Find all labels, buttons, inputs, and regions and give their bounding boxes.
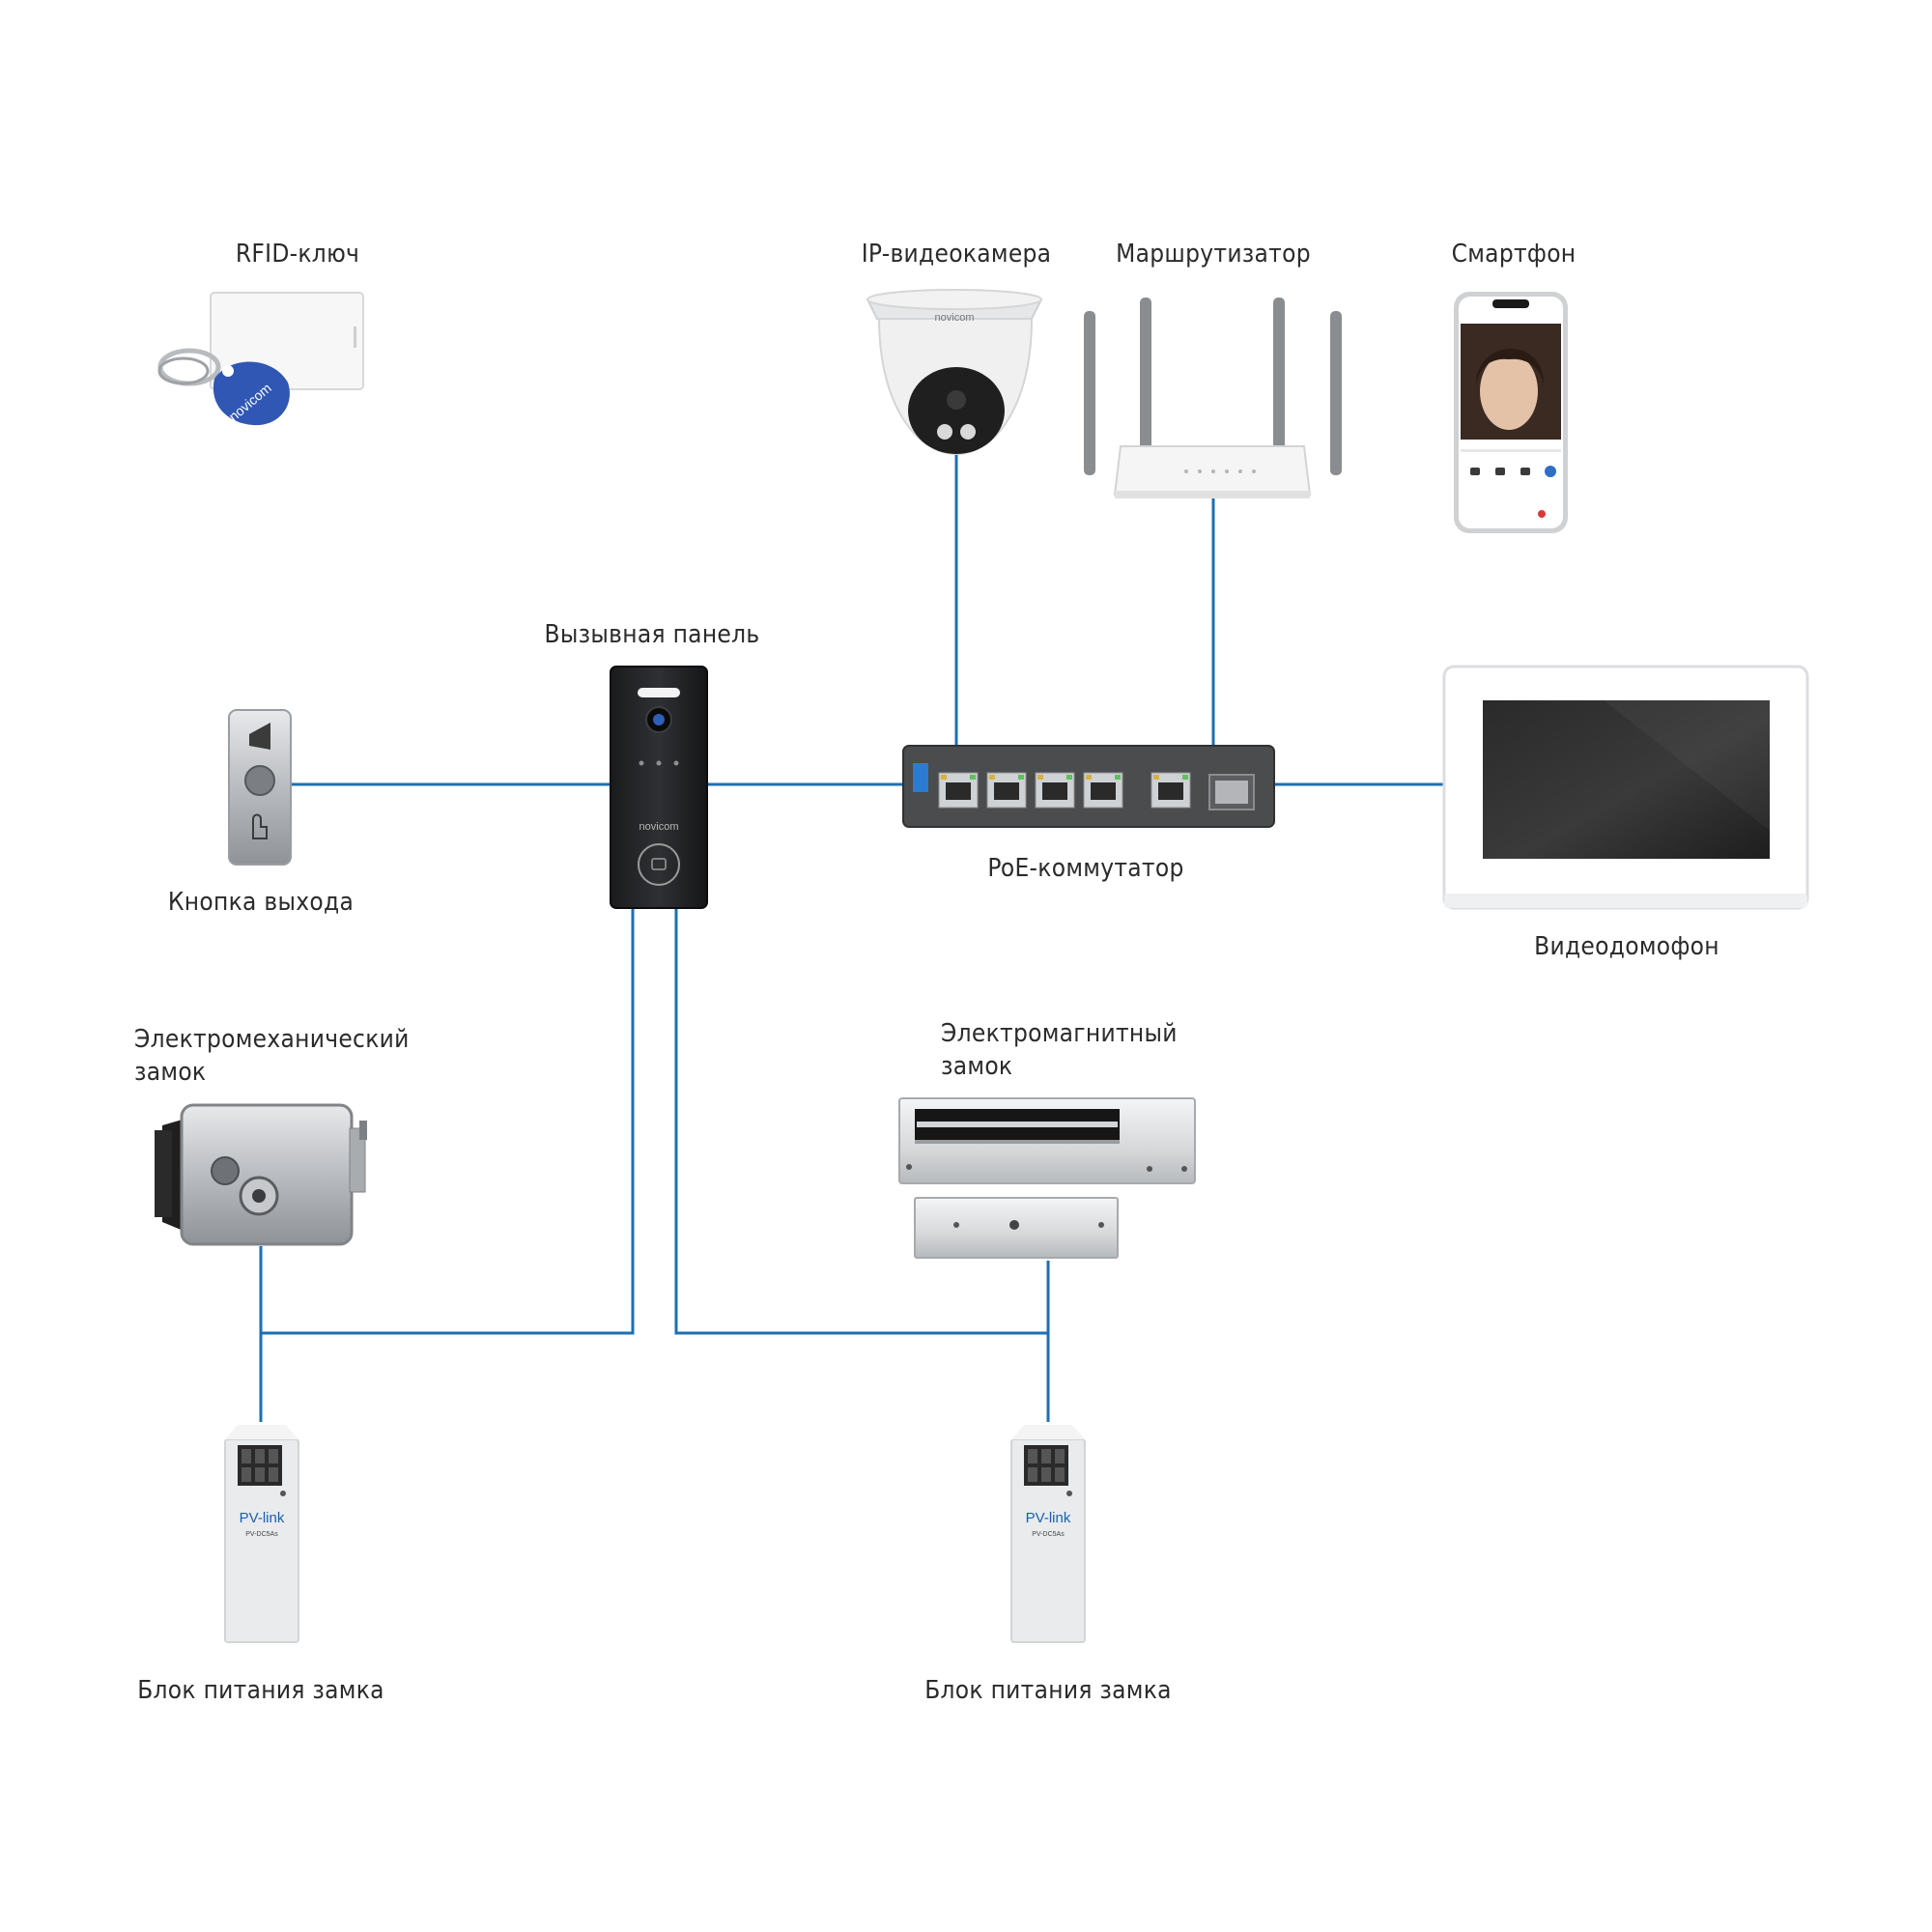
label-psu-left: Блок питания замка xyxy=(137,1676,384,1705)
rfid-key-icon: novicom xyxy=(157,292,364,426)
label-poe-switch: PoE-коммутатор xyxy=(987,854,1184,883)
switch-port-5 xyxy=(1151,772,1191,809)
video-intercom-monitor-icon xyxy=(1442,665,1809,910)
wire-panel-to-mag-lock-psu xyxy=(674,906,1048,1335)
smartphone-icon xyxy=(1454,292,1568,533)
electromechanical-lock-icon xyxy=(155,1103,367,1246)
dome-camera-icon: novicom xyxy=(866,289,1043,456)
label-call-panel: Вызывная панель xyxy=(544,620,760,649)
exit-button-icon xyxy=(228,709,292,866)
label-video-intercom: Видеодомофон xyxy=(1534,932,1719,961)
switch-port-4 xyxy=(1083,772,1123,809)
label-ip-camera: IP-видеокамера xyxy=(861,240,1052,269)
electromagnetic-lock-icon xyxy=(898,1097,1196,1259)
psu-right-brand: PV-link xyxy=(1026,1510,1071,1526)
label-rfid-key: RFID-ключ xyxy=(235,240,360,269)
psu-right-model: PV-DC5As xyxy=(1032,1531,1065,1538)
call-panel-brand: novicom xyxy=(639,821,679,833)
psu-left-model: PV-DC5As xyxy=(245,1531,278,1538)
camera-brand: novicom xyxy=(935,312,975,324)
label-mag-lock-line1: Электромагнитный xyxy=(941,1019,1178,1048)
wire-panel-to-em-lock-psu xyxy=(261,906,635,1335)
power-supply-left-icon: PV-link PV-DC5As xyxy=(224,1425,299,1643)
psu-left-brand: PV-link xyxy=(240,1510,285,1526)
wires xyxy=(259,449,1444,1422)
label-exit-button: Кнопка выхода xyxy=(167,888,355,917)
router-icon xyxy=(1084,298,1342,498)
label-em-lock-line1: Электромеханический xyxy=(134,1025,410,1054)
power-supply-right-icon: PV-link PV-DC5As xyxy=(1010,1425,1086,1643)
switch-port-1 xyxy=(938,772,979,809)
label-router: Маршрутизатор xyxy=(1116,240,1311,269)
call-panel-icon: novicom xyxy=(610,666,708,909)
label-mag-lock-line2: замок xyxy=(941,1052,1013,1081)
switch-port-2 xyxy=(986,772,1027,809)
switch-port-3 xyxy=(1035,772,1075,809)
label-em-lock-line2: замок xyxy=(134,1058,207,1087)
poe-switch-icon xyxy=(902,745,1275,828)
label-smartphone: Смартфон xyxy=(1451,240,1577,269)
label-psu-right: Блок питания замка xyxy=(924,1676,1172,1705)
